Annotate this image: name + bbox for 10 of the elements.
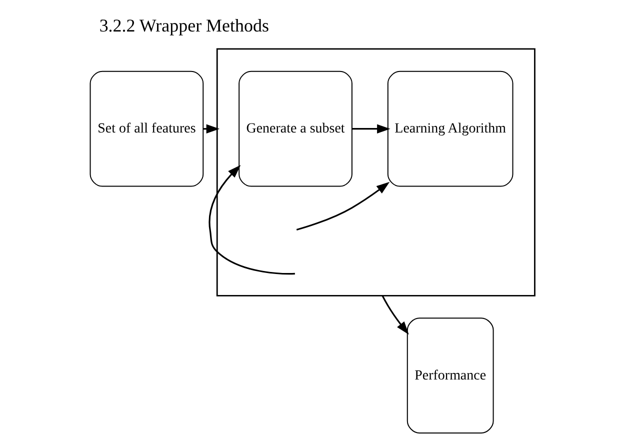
node-box: Generate a subset [238,70,352,186]
arrow [208,164,295,274]
cluster [216,48,536,296]
node-box: Performance [406,317,494,433]
arrow [382,294,409,334]
node-box: Learning Algorithm [387,70,514,186]
node-box: Set of all features [90,70,204,186]
diagram-title: 3.2.2 Wrapper Methods [99,14,269,35]
arrow [352,124,390,133]
arrow [296,181,390,230]
